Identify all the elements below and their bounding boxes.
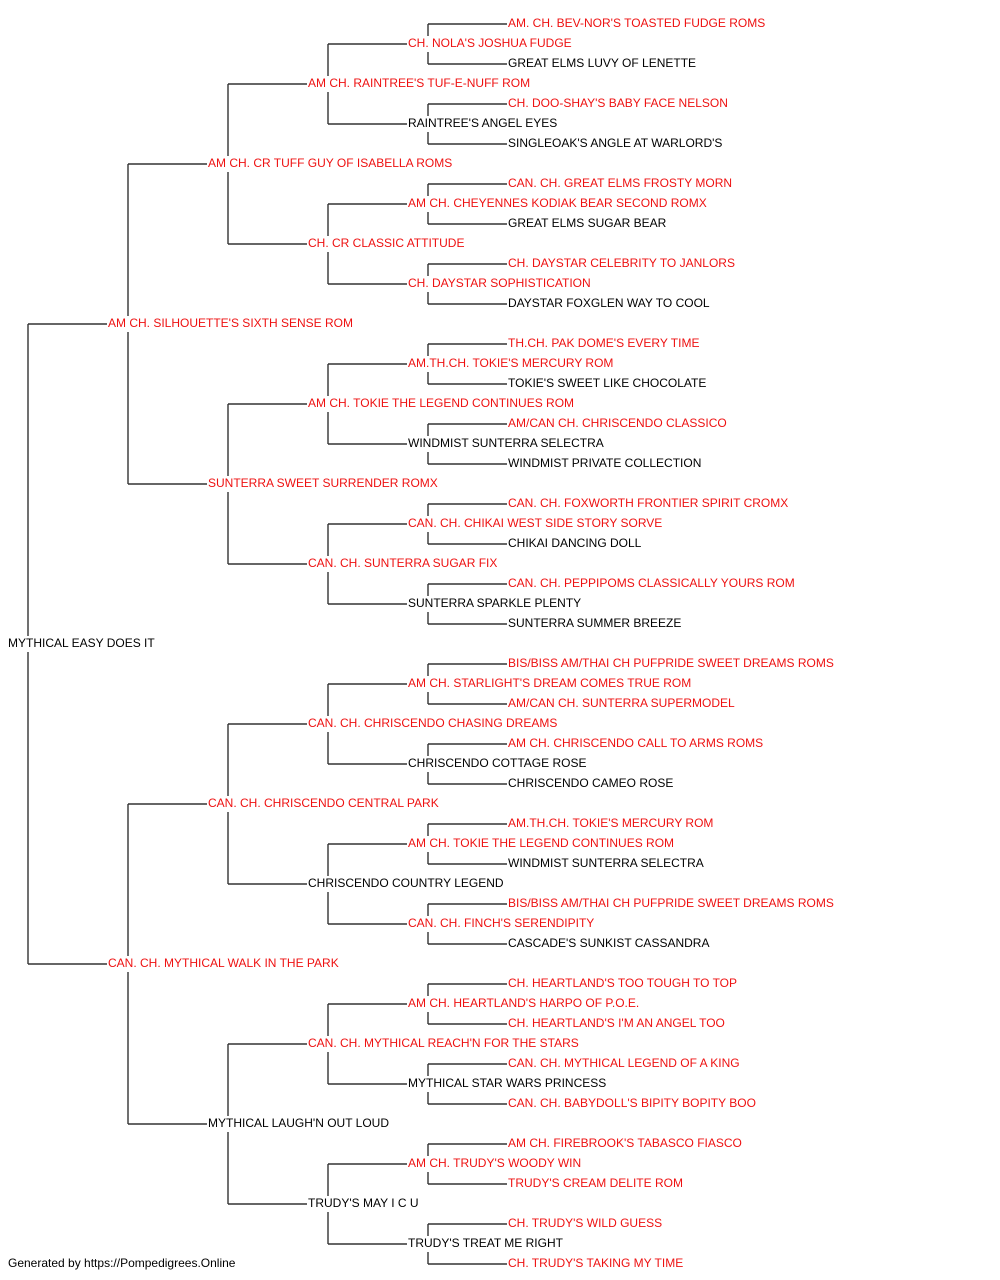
dog-name-gen5: AM. CH. BEV-NOR'S TOASTED FUDGE ROMS: [508, 16, 765, 30]
dog-name-gen5: CHIKAI DANCING DOLL: [508, 536, 642, 550]
dog-name-gen3: AM CH. RAINTREE'S TUF-E-NUFF ROM: [308, 76, 530, 90]
dog-name-gen5: TH.CH. PAK DOME'S EVERY TIME: [508, 336, 699, 350]
dog-name-gen5: CHRISCENDO CAMEO ROSE: [508, 776, 673, 790]
dog-name-gen0: MYTHICAL EASY DOES IT: [8, 636, 155, 650]
dog-name-gen5: GREAT ELMS SUGAR BEAR: [508, 216, 667, 230]
dog-name-gen5: WINDMIST PRIVATE COLLECTION: [508, 456, 701, 470]
dog-name-gen5: AM CH. FIREBROOK'S TABASCO FIASCO: [508, 1136, 742, 1150]
dog-name-gen5: CH. TRUDY'S TAKING MY TIME: [508, 1256, 683, 1270]
dog-name-gen1: AM CH. SILHOUETTE'S SIXTH SENSE ROM: [108, 316, 353, 330]
dog-name-gen2: SUNTERRA SWEET SURRENDER ROMX: [208, 476, 438, 490]
dog-name-gen4: WINDMIST SUNTERRA SELECTRA: [408, 436, 604, 450]
dog-name-gen4: AM CH. STARLIGHT'S DREAM COMES TRUE ROM: [408, 676, 691, 690]
dog-name-gen5: AM CH. CHRISCENDO CALL TO ARMS ROMS: [508, 736, 763, 750]
dog-name-gen5: BIS/BISS AM/THAI CH PUFPRIDE SWEET DREAM…: [508, 896, 834, 910]
dog-name-gen4: CH. DAYSTAR SOPHISTICATION: [408, 276, 591, 290]
dog-name-gen4: AM CH. TRUDY'S WOODY WIN: [408, 1156, 581, 1170]
dog-name-gen4: CHRISCENDO COTTAGE ROSE: [408, 756, 586, 770]
dog-name-gen3: CAN. CH. SUNTERRA SUGAR FIX: [308, 556, 497, 570]
dog-name-gen5: GREAT ELMS LUVY OF LENETTE: [508, 56, 696, 70]
dog-name-gen5: CAN. CH. FOXWORTH FRONTIER SPIRIT CROMX: [508, 496, 788, 510]
dog-name-gen5: CAN. CH. GREAT ELMS FROSTY MORN: [508, 176, 732, 190]
dog-name-gen4: CAN. CH. FINCH'S SERENDIPITY: [408, 916, 594, 930]
dog-name-gen5: TRUDY'S CREAM DELITE ROM: [508, 1176, 683, 1190]
dog-name-gen5: CH. HEARTLAND'S TOO TOUGH TO TOP: [508, 976, 737, 990]
dog-name-gen3: TRUDY'S MAY I C U: [308, 1196, 419, 1210]
dog-name-gen2: MYTHICAL LAUGH'N OUT LOUD: [208, 1116, 389, 1130]
dog-name-gen3: AM CH. TOKIE THE LEGEND CONTINUES ROM: [308, 396, 574, 410]
dog-name-gen4: AM CH. HEARTLAND'S HARPO OF P.O.E.: [408, 996, 639, 1010]
dog-name-gen5: AM/CAN CH. SUNTERRA SUPERMODEL: [508, 696, 735, 710]
dog-name-gen4: AM CH. CHEYENNES KODIAK BEAR SECOND ROMX: [408, 196, 707, 210]
dog-name-gen3: CH. CR CLASSIC ATTITUDE: [308, 236, 464, 250]
dog-name-gen5: CH. DOO-SHAY'S BABY FACE NELSON: [508, 96, 728, 110]
dog-name-gen4: CAN. CH. CHIKAI WEST SIDE STORY SORVE: [408, 516, 662, 530]
dog-name-gen4: SUNTERRA SPARKLE PLENTY: [408, 596, 581, 610]
dog-name-gen3: CAN. CH. MYTHICAL REACH'N FOR THE STARS: [308, 1036, 579, 1050]
dog-name-gen1: CAN. CH. MYTHICAL WALK IN THE PARK: [108, 956, 339, 970]
connector-lines: [27, 23, 507, 1265]
dog-name-gen4: TRUDY'S TREAT ME RIGHT: [408, 1236, 564, 1250]
dog-name-gen5: CAN. CH. PEPPIPOMS CLASSICALLY YOURS ROM: [508, 576, 795, 590]
dog-name-gen5: AM/CAN CH. CHRISCENDO CLASSICO: [508, 416, 727, 430]
dog-name-gen5: SINGLEOAK'S ANGLE AT WARLORD'S: [508, 136, 722, 150]
dog-name-gen5: CH. TRUDY'S WILD GUESS: [508, 1216, 662, 1230]
dog-name-gen4: AM CH. TOKIE THE LEGEND CONTINUES ROM: [408, 836, 674, 850]
dog-name-gen5: CAN. CH. BABYDOLL'S BIPITY BOPITY BOO: [508, 1096, 756, 1110]
dog-name-gen5: AM.TH.CH. TOKIE'S MERCURY ROM: [508, 816, 713, 830]
dog-name-gen5: CH. DAYSTAR CELEBRITY TO JANLORS: [508, 256, 735, 270]
dog-name-gen5: SUNTERRA SUMMER BREEZE: [508, 616, 681, 630]
dog-name-gen4: MYTHICAL STAR WARS PRINCESS: [408, 1076, 606, 1090]
dog-name-labels: MYTHICAL EASY DOES IT AM CH. SILHOUETTE'S…: [8, 16, 834, 1270]
dog-name-gen3: CAN. CH. CHRISCENDO CHASING DREAMS: [308, 716, 557, 730]
dog-name-gen5: DAYSTAR FOXGLEN WAY TO COOL: [508, 296, 710, 310]
dog-name-gen5: CASCADE'S SUNKIST CASSANDRA: [508, 936, 709, 950]
dog-name-gen4: CH. NOLA'S JOSHUA FUDGE: [408, 36, 572, 50]
dog-name-gen5: BIS/BISS AM/THAI CH PUFPRIDE SWEET DREAM…: [508, 656, 834, 670]
dog-name-gen2: AM CH. CR TUFF GUY OF ISABELLA ROMS: [208, 156, 452, 170]
dog-name-gen4: RAINTREE'S ANGEL EYES: [408, 116, 557, 130]
dog-name-gen4: AM.TH.CH. TOKIE'S MERCURY ROM: [408, 356, 613, 370]
dog-name-gen3: CHRISCENDO COUNTRY LEGEND: [308, 876, 504, 890]
dog-name-gen5: WINDMIST SUNTERRA SELECTRA: [508, 856, 704, 870]
dog-name-gen5: CH. HEARTLAND'S I'M AN ANGEL TOO: [508, 1016, 725, 1030]
generated-by-footer: Generated by https://Pompedigrees.Online: [8, 1256, 236, 1270]
dog-name-gen2: CAN. CH. CHRISCENDO CENTRAL PARK: [208, 796, 439, 810]
dog-name-gen5: TOKIE'S SWEET LIKE CHOCOLATE: [508, 376, 706, 390]
dog-name-gen5: CAN. CH. MYTHICAL LEGEND OF A KING: [508, 1056, 740, 1070]
